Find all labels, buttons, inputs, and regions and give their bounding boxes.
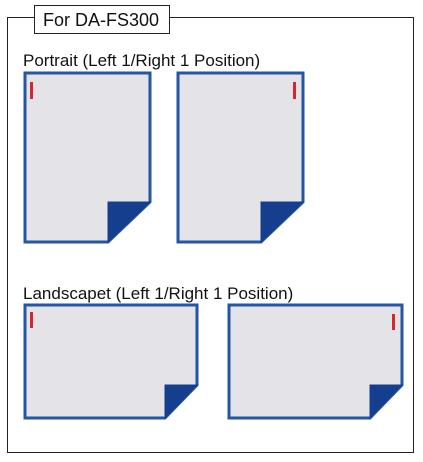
portrait-left-sheet: [23, 71, 152, 244]
landscape-left-sheet: [23, 303, 199, 420]
landscape-section-label: Landscapet (Left 1/Right 1 Position): [23, 284, 294, 303]
sheet-fold-corner: [107, 201, 152, 244]
panel-title: For DA-FS300: [34, 5, 171, 34]
sheet-fold-corner: [164, 384, 199, 420]
sheet-position-mark: [293, 82, 296, 99]
sheet-position-mark: [392, 314, 395, 330]
sheet-fold-corner: [260, 201, 305, 244]
landscape-right-sheet: [227, 303, 404, 420]
sheet-position-mark: [30, 312, 33, 328]
sheet-position-mark: [30, 82, 33, 99]
portrait-section-label: Portrait (Left 1/Right 1 Position): [23, 51, 261, 70]
portrait-right-sheet: [176, 71, 305, 244]
sheet-fold-corner: [369, 384, 404, 420]
